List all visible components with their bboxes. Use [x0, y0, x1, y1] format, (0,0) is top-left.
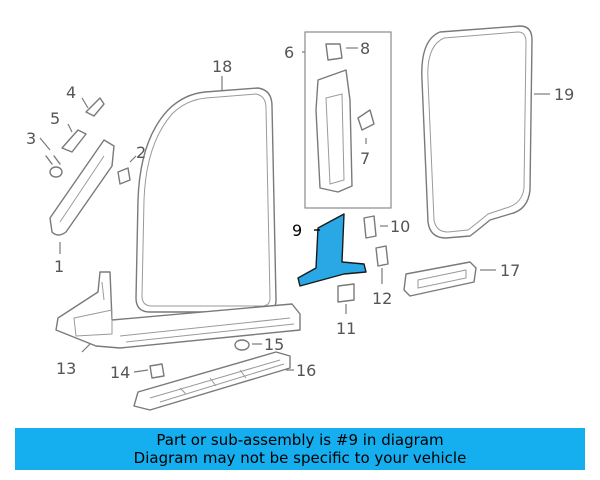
- info-banner: Part or sub-assembly is #9 in diagram Di…: [15, 428, 585, 470]
- part-7-clip: [357, 109, 375, 131]
- parts-diagram: 1 2 3 4 5 6 7 8 9 10 11 12 13 14 15 16 1…: [26, 25, 574, 411]
- callout-3: 3: [26, 129, 36, 148]
- part-17-scuff-plate: [403, 261, 477, 297]
- callout-13: 13: [56, 359, 76, 378]
- callout-4: 4: [66, 83, 76, 102]
- callout-15: 15: [264, 335, 284, 354]
- callout-16: 16: [296, 361, 316, 380]
- banner-line-1: Part or sub-assembly is #9 in diagram: [156, 431, 444, 449]
- callout-11: 11: [336, 319, 356, 338]
- callout-9: 9: [292, 221, 302, 240]
- part-18-weatherstrip: [135, 87, 277, 313]
- part-12-clip: [375, 245, 389, 267]
- callout-12: 12: [372, 289, 392, 308]
- callout-14: 14: [110, 363, 130, 382]
- part-15-grommet: [234, 339, 250, 351]
- part-10-clip: [363, 215, 377, 239]
- part-6-pillar-trim: [315, 69, 353, 193]
- part-8-clip: [325, 43, 343, 61]
- part-4-clip: [85, 97, 105, 117]
- part-3-screw: [45, 155, 63, 178]
- part-14-clip: [149, 363, 165, 379]
- part-19-weatherstrip: [421, 25, 533, 239]
- part-9-pillar-lower-trim: [297, 213, 367, 287]
- callout-18: 18: [212, 57, 232, 76]
- part-11-clip: [337, 283, 355, 303]
- callout-8: 8: [360, 39, 370, 58]
- callout-5: 5: [50, 109, 60, 128]
- part-2-clip: [117, 167, 131, 185]
- callout-6: 6: [284, 43, 294, 62]
- callout-1: 1: [54, 257, 64, 276]
- part-5-bracket: [61, 129, 87, 153]
- part-1-pillar-trim: [49, 139, 115, 236]
- banner-line-2: Diagram may not be specific to your vehi…: [133, 449, 467, 467]
- part-6-group-box: [304, 31, 392, 209]
- callout-19: 19: [554, 85, 574, 104]
- callout-10: 10: [390, 217, 410, 236]
- callout-17: 17: [500, 261, 520, 280]
- callout-7: 7: [360, 149, 370, 168]
- callout-2: 2: [136, 143, 146, 162]
